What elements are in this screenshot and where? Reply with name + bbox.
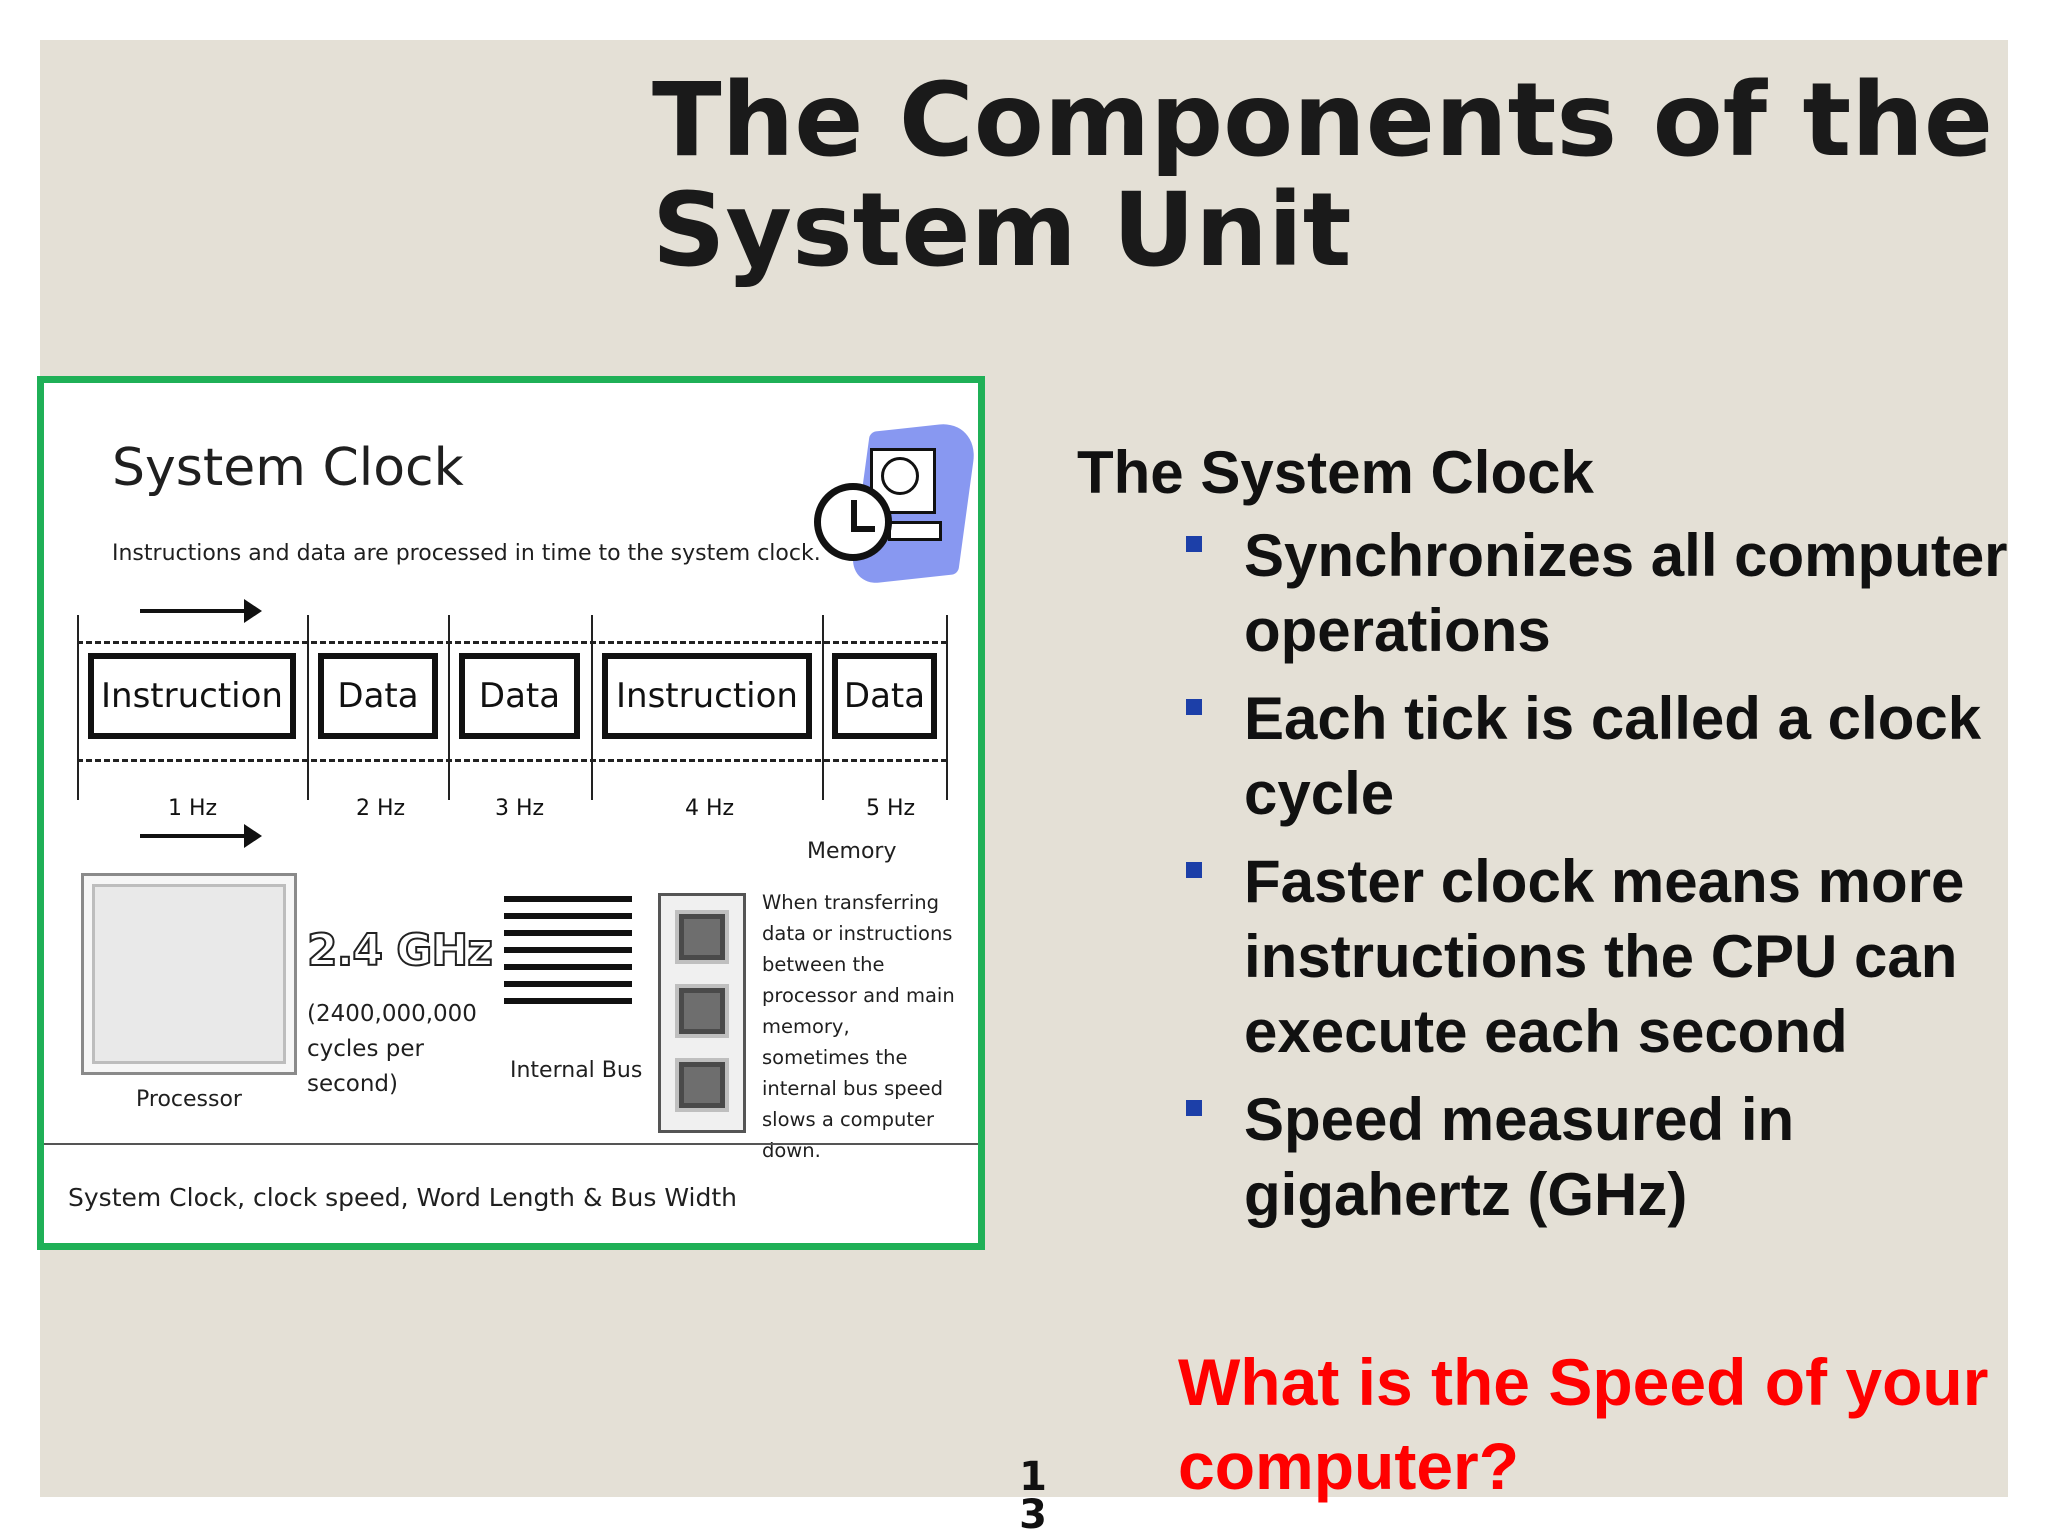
clock-icon bbox=[814, 483, 892, 561]
data-cell: Data bbox=[832, 653, 937, 739]
bullet-item: Speed measured in gigahertz (GHz) bbox=[1182, 1082, 2022, 1232]
tick-mark bbox=[307, 615, 309, 800]
processor-label: Processor bbox=[136, 1087, 242, 1112]
hz-label: 2 Hz bbox=[356, 796, 406, 821]
memory-label: Memory bbox=[807, 839, 897, 864]
bus-line bbox=[504, 981, 632, 987]
internal-bus-label: Internal Bus bbox=[510, 1058, 643, 1083]
bus-line bbox=[504, 930, 632, 936]
section-heading: The System Clock bbox=[1077, 439, 1594, 506]
bus-line bbox=[504, 998, 632, 1004]
instruction-cell: Instruction bbox=[602, 653, 812, 739]
clock-hand-icon bbox=[851, 526, 875, 532]
bullet-item: Faster clock means more instructions the… bbox=[1182, 844, 2022, 1069]
square-bullet-icon bbox=[1186, 699, 1202, 715]
hz-label: 3 Hz bbox=[495, 796, 545, 821]
arrow-right-icon bbox=[140, 824, 262, 848]
bullet-text: Each tick is called a clock cycle bbox=[1244, 685, 1982, 827]
tick-mark bbox=[591, 615, 593, 800]
figure-subtitle: Instructions and data are processed in t… bbox=[112, 541, 821, 566]
figure-title: System Clock bbox=[112, 438, 464, 498]
slide-title-line-2: System Unit bbox=[652, 171, 1352, 290]
page-number-digit: 3 bbox=[1019, 1492, 1047, 1538]
clock-speed-detail: (2400,000,000 cycles per second) bbox=[307, 1001, 477, 1097]
tick-mark bbox=[448, 615, 450, 800]
bullet-list: Synchronizes all computer operations Eac… bbox=[1182, 518, 2022, 1245]
arrow-right-icon bbox=[140, 599, 262, 623]
slide-title: The Components of the System Unit bbox=[652, 66, 1993, 286]
hz-label: 1 Hz bbox=[168, 796, 218, 821]
figure-divider bbox=[44, 1143, 978, 1145]
instruction-cell: Instruction bbox=[88, 653, 296, 739]
memory-chip-icon bbox=[675, 910, 729, 964]
memory-module-icon bbox=[658, 893, 746, 1133]
system-clock-figure: System Clock Instructions and data are p… bbox=[37, 376, 985, 1250]
clock-timeline bbox=[77, 641, 947, 762]
square-bullet-icon bbox=[1186, 862, 1202, 878]
computer-base-icon bbox=[888, 521, 942, 541]
globe-icon bbox=[881, 457, 919, 495]
hz-label: 4 Hz bbox=[685, 796, 735, 821]
bullet-item: Each tick is called a clock cycle bbox=[1182, 681, 2022, 831]
bus-line bbox=[504, 947, 632, 953]
page-number: 1 3 bbox=[1018, 1454, 1048, 1538]
bus-line bbox=[504, 964, 632, 970]
memory-description: When transferring data or instructions b… bbox=[762, 891, 955, 1162]
bullet-text: Faster clock means more instructions the… bbox=[1244, 848, 1965, 1065]
bullet-item: Synchronizes all computer operations bbox=[1182, 518, 2022, 668]
slide-title-line-1: The Components of the bbox=[652, 61, 1994, 180]
square-bullet-icon bbox=[1186, 1100, 1202, 1116]
clock-hand-icon bbox=[851, 500, 857, 528]
tick-mark bbox=[946, 615, 948, 800]
tick-mark bbox=[77, 615, 79, 800]
clock-speed-value: 2.4 GHz bbox=[306, 924, 494, 977]
question-text: What is the Speed of your computer? bbox=[1178, 1345, 1989, 1503]
processor-chip-icon bbox=[81, 873, 297, 1075]
memory-chip-icon bbox=[675, 1058, 729, 1112]
memory-chip-icon bbox=[675, 984, 729, 1038]
square-bullet-icon bbox=[1186, 536, 1202, 552]
data-cell: Data bbox=[459, 653, 580, 739]
bus-line bbox=[504, 896, 632, 902]
bus-line bbox=[504, 913, 632, 919]
data-cell: Data bbox=[318, 653, 438, 739]
tick-mark bbox=[822, 615, 824, 800]
bullet-text: Speed measured in gigahertz (GHz) bbox=[1244, 1086, 1795, 1228]
page-number-digit: 1 bbox=[1019, 1454, 1047, 1500]
bullet-text: Synchronizes all computer operations bbox=[1244, 522, 2008, 664]
figure-caption: System Clock, clock speed, Word Length &… bbox=[68, 1183, 737, 1212]
hz-label: 5 Hz bbox=[866, 796, 916, 821]
